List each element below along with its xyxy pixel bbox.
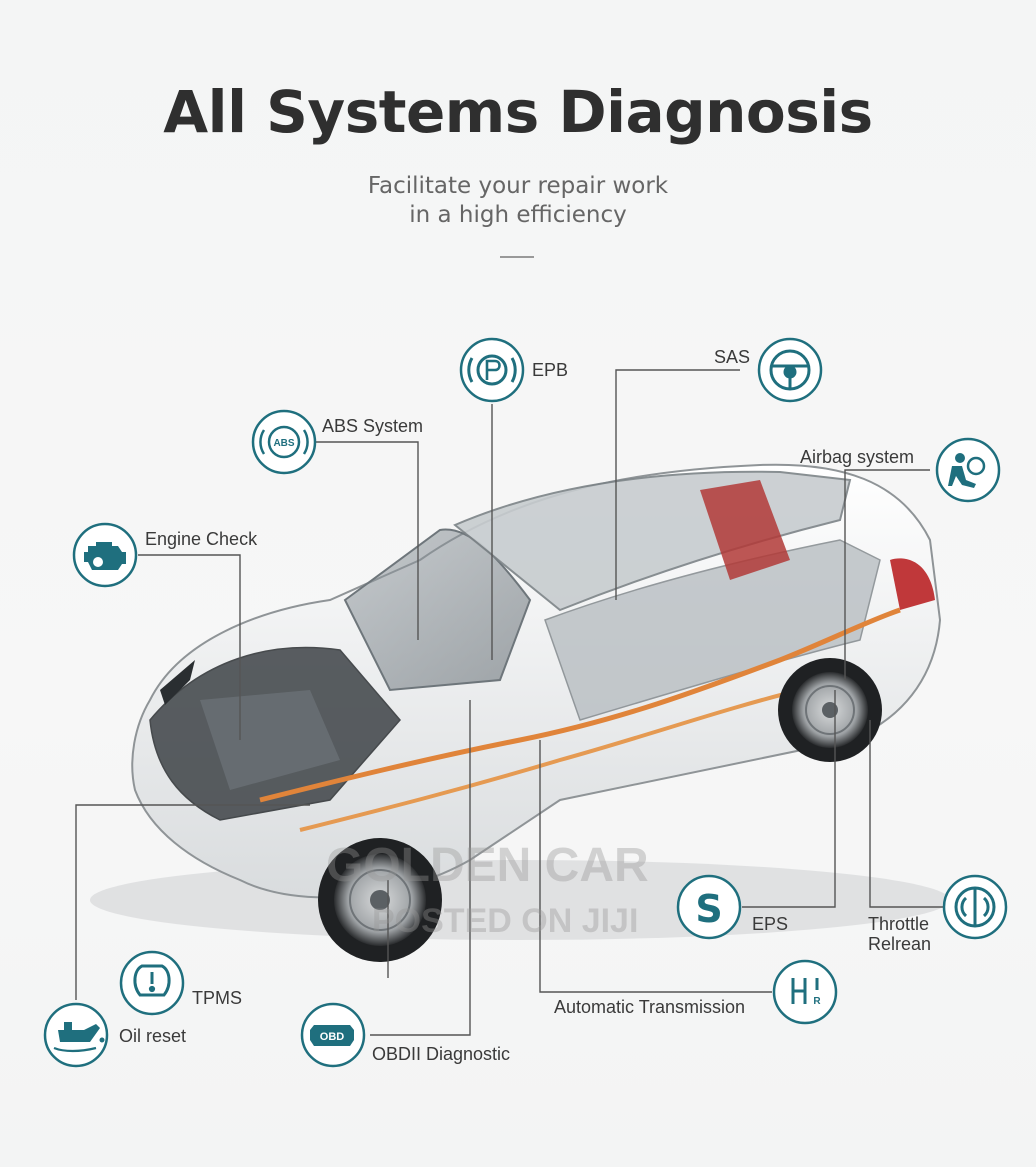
throttle-label-line-2: Relrean	[868, 934, 932, 954]
airbag-label: Airbag system	[800, 447, 915, 467]
leader-lines	[75, 369, 944, 1036]
tpms-label: TPMS	[192, 988, 243, 1008]
page-title: All Systems Diagnosis	[163, 78, 873, 146]
oil-label: Oil reset	[119, 1026, 187, 1046]
oil-can-icon	[53, 1022, 105, 1053]
abs-icon-text: ABS	[273, 438, 294, 449]
title-divider	[500, 256, 534, 258]
eps-icon-ring	[676, 874, 742, 940]
gear-shift-icon	[791, 978, 819, 1004]
gear-shift-icon-text: R	[813, 996, 821, 1007]
obd-label: OBDII Diagnostic	[372, 1044, 511, 1064]
engine-icon	[84, 542, 126, 570]
transmission-label: Automatic Transmission	[554, 997, 746, 1017]
front-wheel	[318, 838, 442, 962]
sas-label: SAS	[714, 347, 751, 367]
eps-icon-text: S	[695, 887, 722, 931]
throttle-icon	[954, 886, 996, 928]
obd-icon	[310, 1025, 354, 1046]
abs-icon	[259, 425, 309, 459]
steering-wheel-icon	[769, 349, 811, 391]
epb-label: EPB	[532, 360, 569, 380]
car-body	[131, 463, 942, 962]
watermark-line-2: POSTED ON JIJI	[372, 902, 639, 940]
rear-wheel	[778, 658, 882, 762]
subtitle-line-2: in a high efficiency	[409, 202, 627, 228]
obd-icon-text: OBD	[320, 1031, 345, 1043]
parking-brake-icon	[467, 354, 517, 386]
subtitle-line-1: Facilitate your repair work	[367, 173, 669, 199]
tire-pressure-icon	[133, 964, 171, 997]
airbag-icon	[948, 453, 986, 488]
abs-label: ABS System	[322, 416, 424, 436]
watermark-line-1: GOLDEN CAR	[326, 839, 649, 892]
throttle-label-line-1: Throttle	[868, 914, 930, 934]
eps-label: EPS	[752, 914, 789, 934]
engine-label: Engine Check	[145, 529, 258, 549]
abs-icon-ring	[251, 409, 317, 475]
